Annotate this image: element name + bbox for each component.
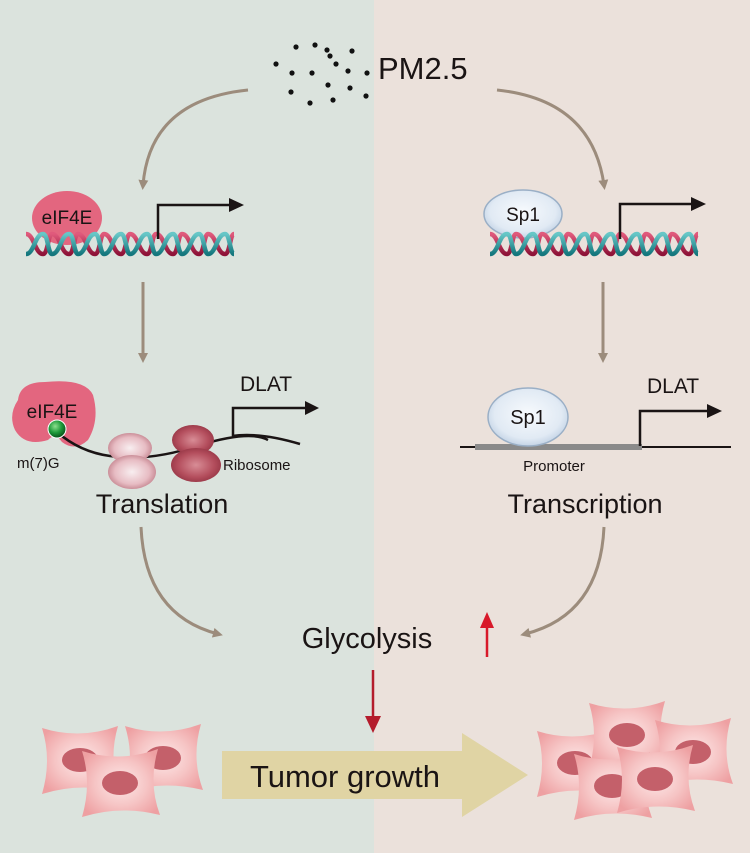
dna-strand-teal xyxy=(25,231,54,257)
dna-strand-teal xyxy=(619,231,648,257)
sp1-protein-bottom: Sp1 xyxy=(487,387,569,447)
promoter-label: Promoter xyxy=(523,458,585,475)
arrow-translation-to-glycolysis xyxy=(139,526,223,638)
dna-strand-teal xyxy=(51,231,80,257)
increase-arrow-icon xyxy=(480,612,494,657)
arrow-transcription-to-glycolysis xyxy=(520,526,606,638)
eif4e-protein-bottom: eIF4E xyxy=(12,381,96,447)
dna-strand-crimson xyxy=(541,231,570,257)
particle-dots-icon xyxy=(273,42,370,106)
gene-arrow-left xyxy=(231,406,308,436)
pm25-label: PM2.5 xyxy=(378,51,468,86)
m7g-cap-icon xyxy=(47,419,67,439)
dna-strand-crimson xyxy=(489,231,518,257)
promoter-arrow-left-top xyxy=(156,203,232,239)
dna-strand-teal xyxy=(77,231,106,257)
dna-helix-left xyxy=(25,231,236,257)
mrna-strand-tail xyxy=(231,433,301,446)
translation-label: Translation xyxy=(96,489,229,519)
svg-text:eIF4E: eIF4E xyxy=(42,208,93,229)
dna-strand-crimson xyxy=(181,231,210,257)
dna-strand-teal xyxy=(207,231,236,257)
tumor-growth-label: Tumor growth xyxy=(250,759,440,794)
dna-strand-teal xyxy=(155,231,184,257)
m7g-cap-label: m(7)G xyxy=(17,455,60,472)
glycolysis-label: Glycolysis xyxy=(302,623,433,655)
dna-strand-crimson xyxy=(619,231,648,257)
eif4e-protein-top: eIF4E xyxy=(32,191,102,245)
dna-strand-teal xyxy=(103,231,132,257)
gene-arrowhead-left xyxy=(305,401,319,415)
transcription-label: Transcription xyxy=(507,489,662,519)
ribosome-label: Ribosome xyxy=(223,457,291,474)
ribosome-small xyxy=(108,433,156,489)
arrow-pm25-to-eif4e xyxy=(138,88,249,190)
dna-strand-crimson xyxy=(129,231,158,257)
arrow-pm25-to-sp1 xyxy=(496,88,609,190)
dna-strand-crimson xyxy=(515,231,544,257)
dna-strand-teal xyxy=(129,231,158,257)
promoter-region xyxy=(475,444,642,450)
promoter-arrow-right-top xyxy=(618,202,694,239)
ribosome-large xyxy=(171,425,221,482)
dna-strand-crimson xyxy=(567,231,596,257)
dlat-label-left: DLAT xyxy=(240,373,292,396)
dna-strand-crimson xyxy=(645,231,674,257)
dna-strand-crimson xyxy=(593,231,622,257)
glycolysis-to-tumor-arrow-icon xyxy=(365,670,381,733)
dna-strand-teal xyxy=(593,231,622,257)
promoter-arrowhead-right-top xyxy=(691,197,706,211)
dna-strand-teal xyxy=(181,231,210,257)
gene-arrowhead-right xyxy=(707,404,722,418)
dna-strand-crimson xyxy=(671,231,700,257)
dna-strand-teal xyxy=(645,231,674,257)
dna-strand-crimson xyxy=(77,231,106,257)
dna-strand-teal xyxy=(567,231,596,257)
gene-arrow-right xyxy=(638,409,710,446)
svg-text:Sp1: Sp1 xyxy=(510,407,546,429)
dna-strand-crimson xyxy=(25,231,54,257)
dna-helix-right xyxy=(489,231,700,257)
dna-strand-crimson xyxy=(103,231,132,257)
sp1-protein-top: Sp1 xyxy=(483,189,563,239)
dna-strand-teal xyxy=(489,231,518,257)
dna-strand-teal xyxy=(671,231,700,257)
svg-text:Sp1: Sp1 xyxy=(506,205,540,226)
dlat-label-right: DLAT xyxy=(647,375,699,398)
dna-strand-teal xyxy=(515,231,544,257)
tumor-growth-arrow xyxy=(222,733,528,817)
dna-strand-teal xyxy=(541,231,570,257)
promoter-arrowhead-left-top xyxy=(229,198,244,212)
dna-strand-crimson xyxy=(155,231,184,257)
svg-text:eIF4E: eIF4E xyxy=(27,402,78,423)
dna-strand-crimson xyxy=(207,231,236,257)
dna-strand-crimson xyxy=(51,231,80,257)
